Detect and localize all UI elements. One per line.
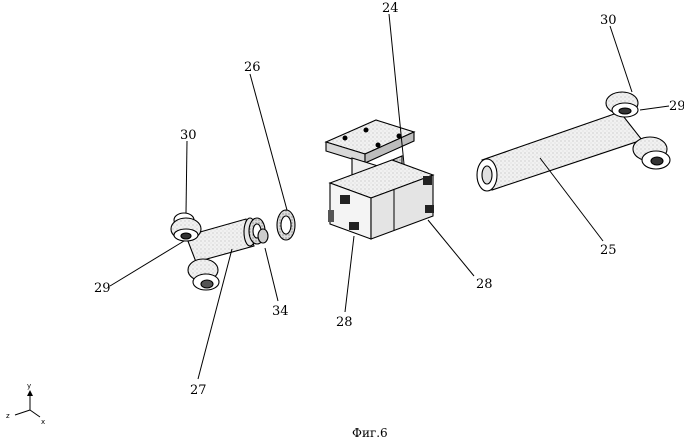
axis-label-x: x [41,418,45,426]
label-30-left: 30 [180,128,197,143]
label-26: 26 [244,60,261,75]
label-29-right: 29 [669,99,684,114]
label-28-right: 28 [476,277,493,292]
figure-caption: Фиг.6 [352,426,388,440]
right-tube-assembly [476,91,671,192]
axis-triad: y z x [6,382,45,426]
axis-label-z: z [6,412,10,420]
left-tee-assembly [170,212,257,291]
reference-numerals: 24 30 29 25 26 30 29 27 34 28 28 [94,1,684,398]
label-24: 24 [382,1,399,16]
label-27: 27 [190,383,207,398]
label-29-left: 29 [94,281,111,296]
central-block-assembly [324,119,435,240]
label-30-right: 30 [600,13,617,28]
label-25: 25 [600,243,617,258]
collar-and-ring [248,209,296,245]
leader-lines [109,13,670,380]
axis-label-y: y [27,382,31,390]
label-28-left: 28 [336,315,353,330]
label-34: 34 [272,304,289,319]
